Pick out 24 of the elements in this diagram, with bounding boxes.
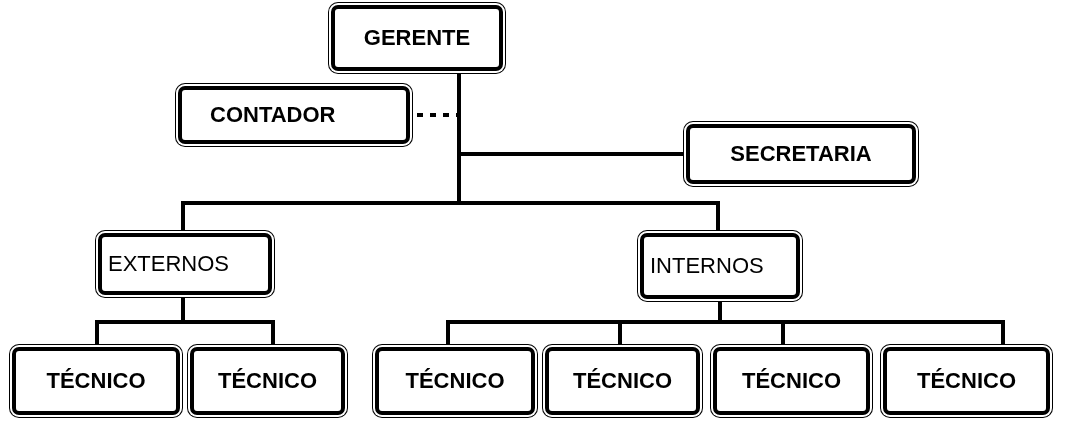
connector-line: [181, 297, 275, 345]
role-label: TÉCNICO: [405, 368, 505, 394]
role-label: CONTADOR: [209, 102, 336, 128]
role-label: GERENTE: [363, 25, 471, 51]
role-label: TÉCNICO: [917, 368, 1016, 394]
org-box: [331, 5, 503, 71]
org-box: [12, 347, 180, 415]
role-label: TÉCNICO: [46, 368, 146, 394]
role-label: TÉCNICO: [573, 368, 672, 394]
role-label: TÉCNICO: [218, 368, 317, 394]
connector-line: [718, 301, 1005, 345]
org-box: [640, 233, 800, 299]
org-box: [713, 347, 870, 415]
role-label: INTERNOS: [650, 253, 764, 279]
org-box: [375, 347, 535, 415]
org-box: [178, 86, 410, 144]
role-label: SECRETARIA: [730, 141, 872, 167]
org-box: [883, 347, 1050, 415]
role-label: EXTERNOS: [108, 251, 230, 277]
org-box: [686, 124, 916, 184]
org-box: [545, 347, 700, 415]
org-box: [190, 347, 345, 415]
role-label: TÉCNICO: [742, 368, 841, 394]
org-box: [98, 233, 272, 295]
